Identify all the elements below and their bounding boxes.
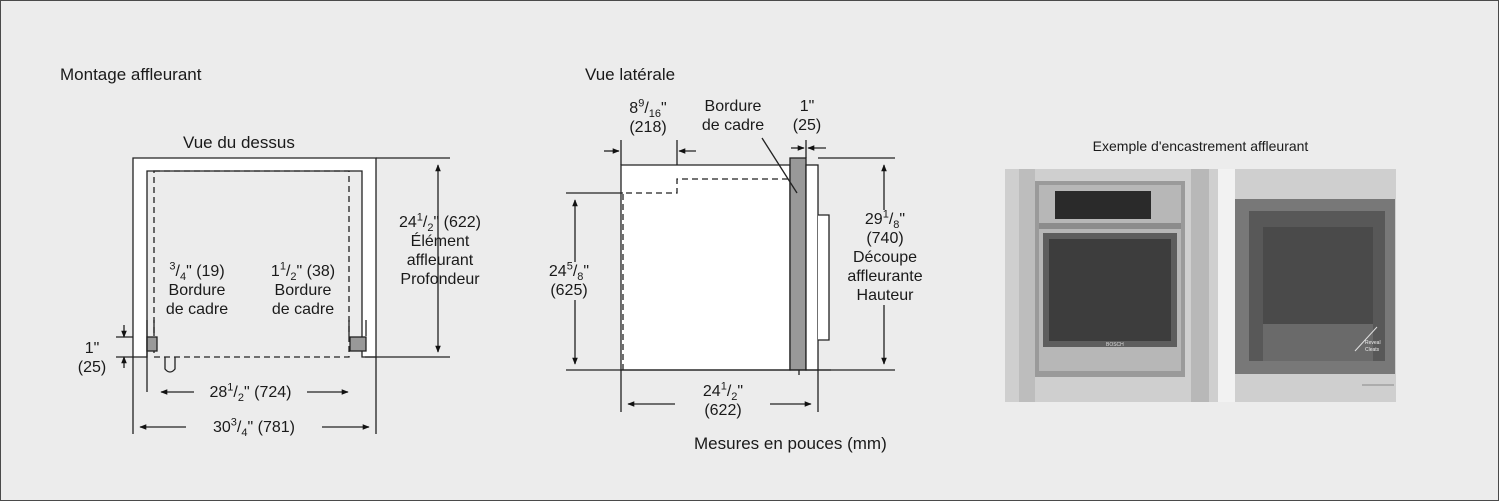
oven-brand-logo: BOSCH [1106,342,1124,348]
trim-block-left [146,336,158,352]
inner-width-dimension: 281/2" (724) [209,381,292,405]
knob [164,357,176,373]
depth-label-2: affleurant [406,252,474,269]
offset-dimension: 1" (25) [77,340,107,376]
side-depth-dimension: 241/2" (622) [702,380,744,419]
units-note: Mesures en pouces (mm) [694,434,887,453]
door-thickness-dimension: 1" (25) [792,98,822,134]
side-view-drawing [566,137,895,412]
example-caption: Exemple d'encastrement affleurant [1092,138,1309,154]
side-top-depth-dimension: 89/16" (218) [629,97,667,136]
top-view-title: Vue du dessus [183,133,295,152]
frame-label: Bordure de cadre [701,98,765,134]
cutout-height-dimension: 291/8" (740) Découpe affleurante Hauteur [838,209,932,305]
trim-left-dimension: 3/4" (19) Bordure de cadre [165,260,229,318]
example-photo [1005,169,1396,402]
top-view-drawing [116,157,450,434]
side-view-title: Vue latérale [585,65,676,84]
cabinet-outline [132,157,377,358]
trim-right-dimension: 11/2" (38) Bordure de cadre [270,260,336,318]
trim-block-right [349,336,367,352]
flush-mount-title: Montage affleurant [60,65,202,84]
door-panel [805,164,819,371]
depth-dimension-top: 241/2" (622) Élément affleurant Profonde… [383,211,497,289]
reveal-cleats-annotation: Reveal Cleats [1365,340,1381,353]
cabinet-side-outline [620,164,791,371]
door-handle [818,214,830,341]
outer-width-dimension: 303/4" (781) [213,416,295,440]
depth-value: 241/2" (622) [399,211,481,235]
depth-label-1: Élément [410,233,470,250]
height-dimension: 245/8" (625) [534,261,604,300]
depth-label-3: Profondeur [400,271,480,288]
frame-plate [789,157,807,371]
oven-body-dashed-side [622,178,790,370]
